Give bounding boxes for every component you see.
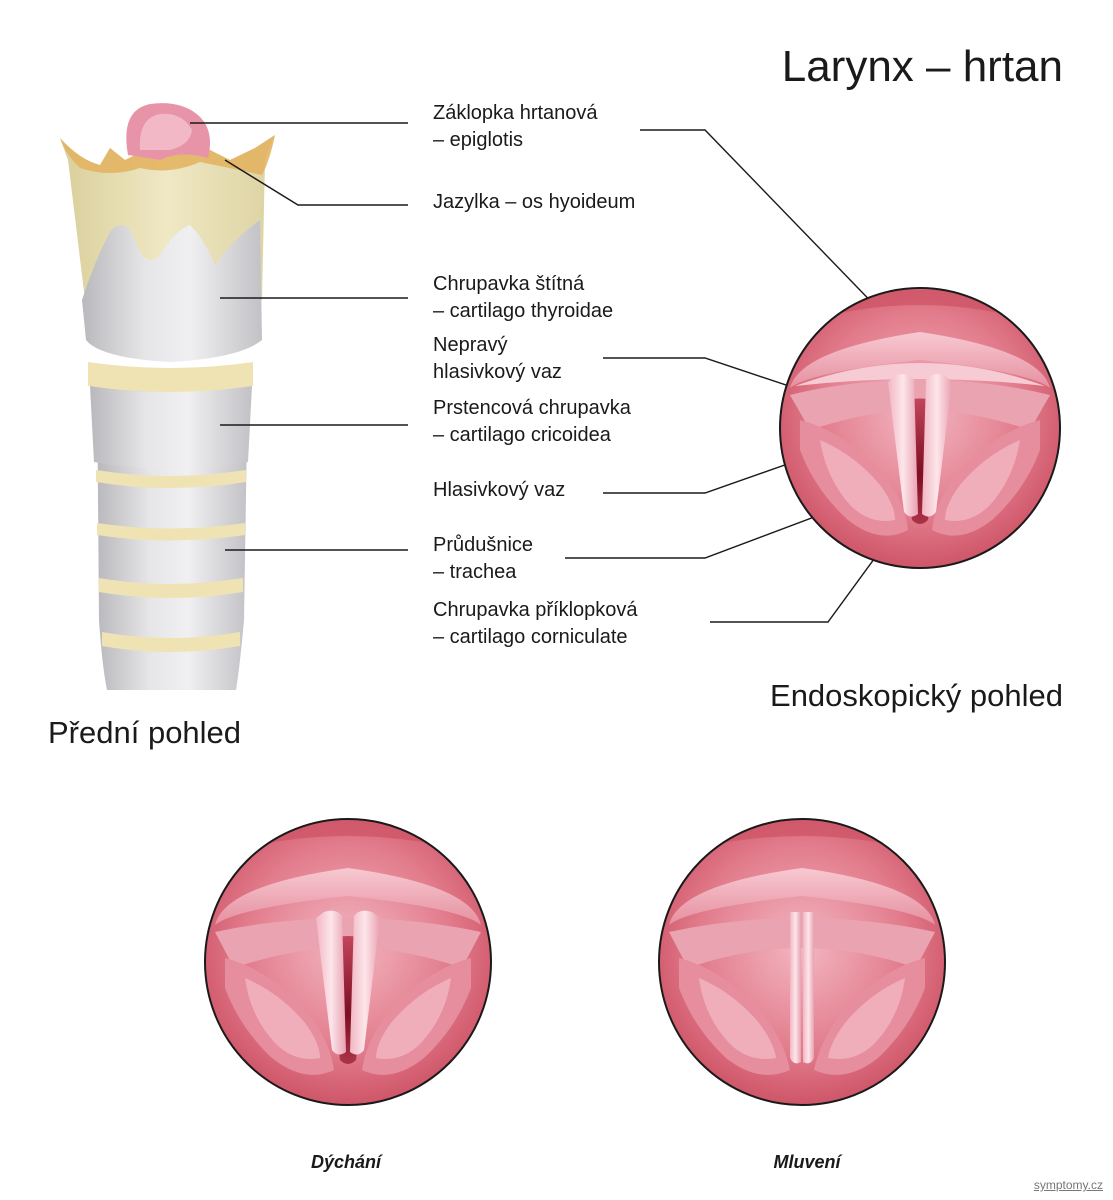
diagram-title: Larynx – hrtan bbox=[781, 42, 1063, 91]
speaking-caption: Mluvení bbox=[773, 1152, 841, 1172]
speaking-view-illustration bbox=[658, 818, 946, 1106]
label-corniculate-line1: Chrupavka příklopková bbox=[433, 599, 638, 621]
label-false-cord: Nepravý hlasivkový vaz bbox=[433, 332, 562, 386]
front-view-illustration bbox=[60, 103, 275, 690]
label-false-cord-line1: Nepravý bbox=[433, 334, 508, 356]
credit-link[interactable]: symptomy.cz bbox=[1033, 1178, 1103, 1192]
label-corniculate-line2: – cartilago corniculate bbox=[433, 626, 628, 648]
label-epiglotis: Záklopka hrtanová – epiglotis bbox=[433, 100, 598, 154]
label-thyroid: Chrupavka štítná – cartilago thyroidae bbox=[433, 271, 613, 325]
label-false-cord-line2: hlasivkový vaz bbox=[433, 361, 562, 383]
label-trachea-line2: – trachea bbox=[433, 561, 517, 583]
label-hyoid-line1: Jazylka – os hyoideum bbox=[433, 191, 636, 213]
label-vocal-cord-line1: Hlasivkový vaz bbox=[433, 479, 566, 501]
label-trachea-line1: Průdušnice bbox=[433, 534, 534, 556]
breathing-view-illustration bbox=[204, 818, 492, 1106]
label-cricoid: Prstencová chrupavka – cartilago cricoid… bbox=[433, 395, 631, 449]
endoscopic-view-caption: Endoskopický pohled bbox=[770, 678, 1063, 713]
leader-hyoid bbox=[224, 159, 408, 206]
endoscopic-view-illustration bbox=[779, 287, 1061, 569]
leader-epiglotis-right bbox=[640, 129, 919, 351]
front-view-caption: Přední pohled bbox=[48, 715, 242, 750]
label-cricoid-line1: Prstencová chrupavka bbox=[433, 397, 631, 419]
label-trachea: Průdušnice – trachea bbox=[433, 532, 533, 586]
label-thyroid-line1: Chrupavka štítná bbox=[433, 273, 585, 295]
label-epiglotis-line1: Záklopka hrtanová bbox=[433, 102, 598, 124]
label-corniculate: Chrupavka příklopková – cartilago cornic… bbox=[433, 597, 638, 651]
label-epiglotis-line2: – epiglotis bbox=[433, 129, 524, 151]
label-thyroid-line2: – cartilago thyroidae bbox=[433, 300, 614, 322]
label-cricoid-line2: – cartilago cricoidea bbox=[433, 424, 611, 446]
breathing-caption: Dýchání bbox=[310, 1152, 382, 1172]
label-hyoid: Jazylka – os hyoideum bbox=[433, 189, 635, 216]
label-vocal-cord: Hlasivkový vaz bbox=[433, 477, 565, 504]
